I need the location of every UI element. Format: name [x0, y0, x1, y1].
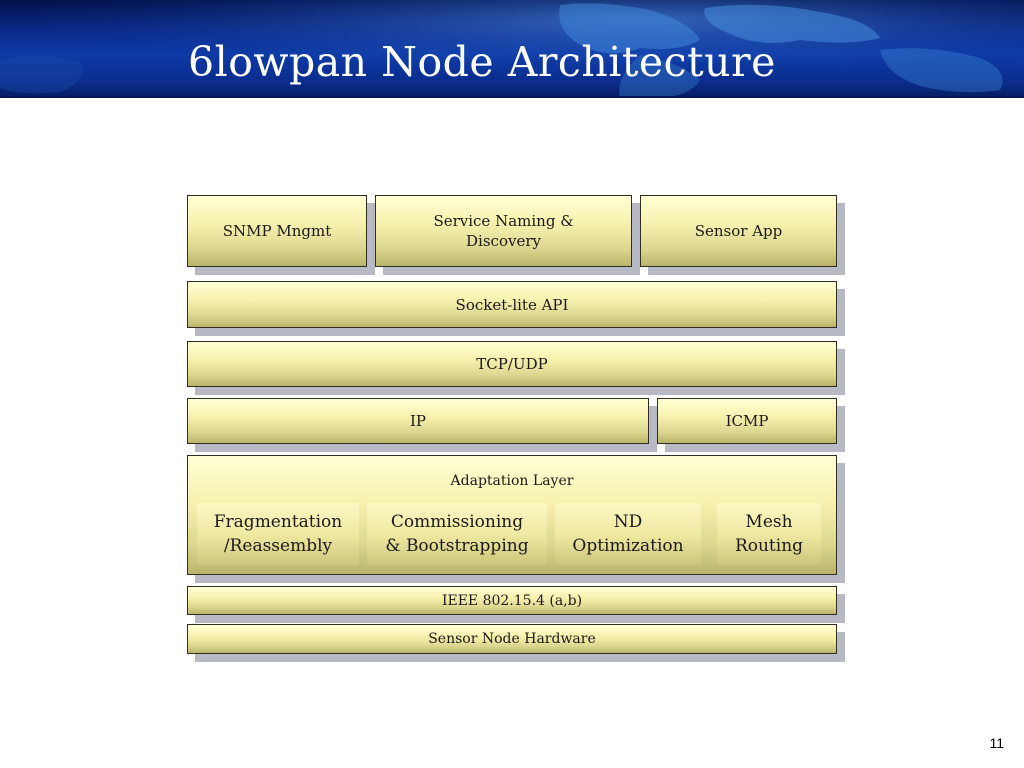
ieee-802-15-4-label: IEEE 802.15.4 (a,b) — [441, 592, 583, 609]
icmp-box: ICMP — [657, 398, 837, 444]
sensor-node-hardware-label: Sensor Node Hardware — [428, 631, 596, 647]
commissioning-bootstrapping-module: Commissioning & Bootstrapping — [367, 503, 547, 565]
sensor-node-hardware-box: Sensor Node Hardware — [187, 624, 837, 654]
fragmentation-reassembly-module: Fragmentation /Reassembly — [197, 503, 359, 565]
icmp-label: ICMP — [725, 412, 769, 430]
adaptation-layer-title: Adaptation Layer — [450, 473, 574, 489]
sensor-app-box: Sensor App — [640, 195, 837, 267]
service-naming-discovery-box: Service Naming & Discovery — [375, 195, 632, 267]
adaptation-layer-box: Adaptation Layer Fragmentation /Reassemb… — [187, 455, 837, 575]
banner-divider — [0, 96, 1024, 98]
nd-optimization-module: ND Optimization — [555, 503, 701, 565]
snmp-management-box: SNMP Mngmt — [187, 195, 367, 267]
commissioning-bootstrapping-label: Commissioning & Bootstrapping — [385, 512, 529, 556]
ip-label: IP — [409, 412, 427, 430]
title-banner: 6lowpan Node Architecture — [0, 0, 1024, 98]
ieee-802-15-4-box: IEEE 802.15.4 (a,b) — [187, 586, 837, 615]
ip-box: IP — [187, 398, 649, 444]
mesh-routing-module: Mesh Routing — [717, 503, 821, 565]
transport-layer-label: TCP/UDP — [476, 355, 548, 373]
transport-layer-box: TCP/UDP — [187, 341, 837, 387]
globe-decoration-icon — [0, 0, 1024, 98]
page-number: 11 — [989, 735, 1004, 751]
nd-optimization-label: ND Optimization — [572, 512, 684, 556]
service-naming-discovery-label: Service Naming & Discovery — [433, 212, 574, 250]
mesh-routing-label: Mesh Routing — [734, 512, 804, 556]
fragmentation-reassembly-label: Fragmentation /Reassembly — [213, 512, 343, 556]
socket-lite-api-label: Socket-lite API — [455, 295, 569, 314]
socket-lite-api-box: Socket-lite API — [187, 281, 837, 328]
snmp-management-label: SNMP Mngmt — [222, 222, 332, 240]
sensor-app-label: Sensor App — [694, 222, 783, 240]
slide-title: 6lowpan Node Architecture — [188, 38, 776, 86]
